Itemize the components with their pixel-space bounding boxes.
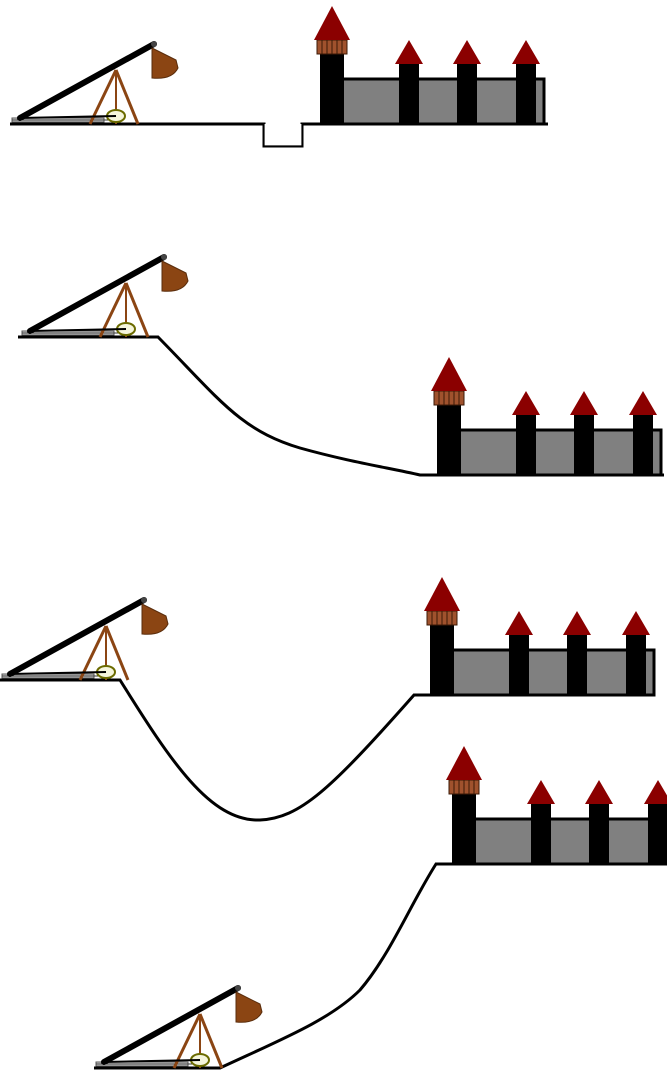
castle — [446, 746, 667, 864]
castle — [431, 357, 661, 475]
panel-moat — [10, 6, 548, 146]
moat-pit — [264, 124, 302, 146]
castle — [424, 577, 654, 695]
panel-downhill — [18, 254, 664, 475]
ground-line — [94, 864, 652, 1068]
trebuchet — [2, 597, 168, 680]
panel-valley — [0, 577, 654, 820]
castle — [314, 6, 544, 124]
trebuchet — [12, 41, 178, 124]
trebuchet — [22, 254, 188, 337]
trebuchet — [96, 985, 262, 1068]
panel-uphill — [94, 746, 667, 1068]
